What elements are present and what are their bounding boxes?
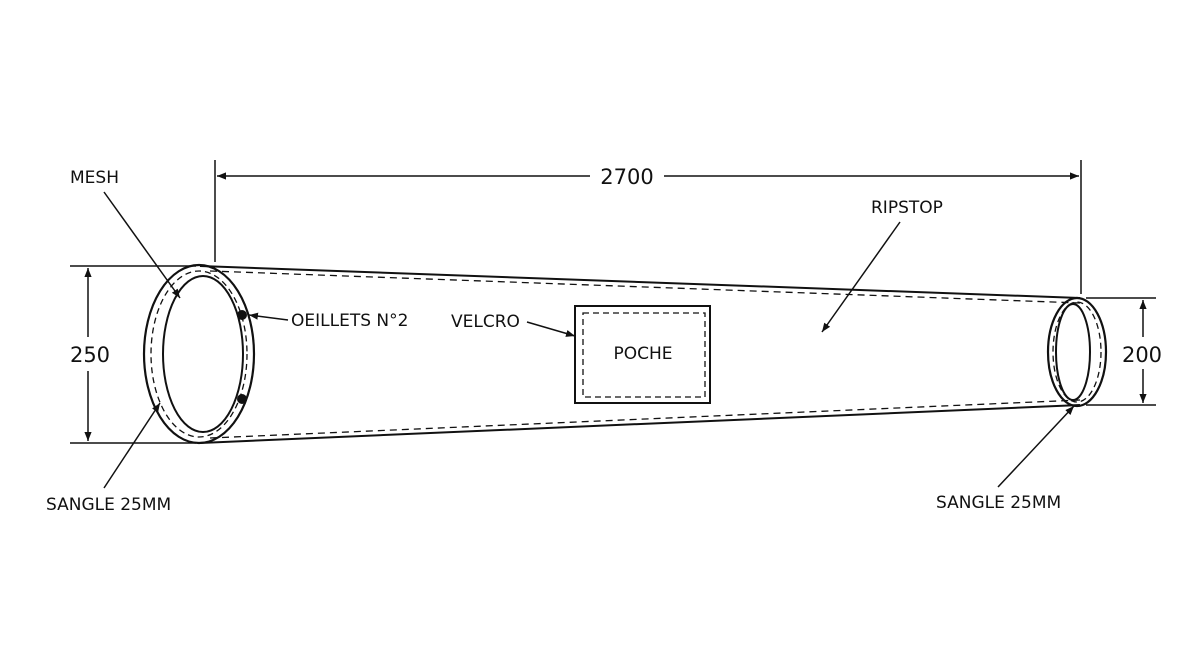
ring-stitching (150, 270, 248, 438)
mesh-leader (103, 191, 181, 299)
top-seam-line (209, 270, 1081, 304)
sock-body (199, 265, 1081, 444)
callout-strap-left: SANGLE 25MM (46, 402, 171, 515)
callout-strap-right: SANGLE 25MM (936, 405, 1075, 513)
small-diameter-dimension: 200 (1086, 297, 1162, 406)
small-end-ring (1046, 296, 1108, 408)
large-end-ring (142, 263, 256, 445)
velcro-leader (526, 321, 576, 337)
callout-ripstop: RIPSTOP (821, 198, 943, 333)
mesh-label: MESH (70, 168, 119, 188)
small-ring-opening (1055, 303, 1091, 401)
large-diameter-value: 250 (70, 343, 110, 367)
small-ring-outer (1046, 296, 1108, 408)
grommet-top (237, 310, 247, 320)
grommets-leader (248, 312, 289, 321)
grommets-label: OEILLETS N°2 (291, 311, 408, 331)
callout-mesh: MESH (70, 168, 181, 299)
velcro-strip (582, 312, 706, 398)
callout-velcro: VELCRO (451, 312, 576, 337)
ring-outer (142, 263, 256, 445)
mesh-opening (162, 275, 244, 433)
strap-right-label: SANGLE 25MM (936, 493, 1061, 513)
pocket: POCHE (574, 305, 711, 404)
velcro-label: VELCRO (451, 312, 520, 332)
ripstop-label: RIPSTOP (871, 198, 943, 218)
small-ring-stitching (1052, 301, 1102, 403)
large-diameter-dimension: 250 (70, 265, 196, 444)
ripstop-leader (821, 221, 901, 333)
small-diameter-value: 200 (1122, 343, 1162, 367)
callout-grommets: OEILLETS N°2 (248, 311, 408, 331)
strap-left-leader (103, 402, 161, 489)
strap-right-leader (997, 405, 1075, 488)
bottom-seam-line (209, 399, 1081, 439)
body-bottom-edge (199, 404, 1081, 444)
pocket-label: POCHE (613, 344, 672, 364)
length-dimension: 2700 (214, 160, 1082, 294)
pocket-outline (574, 305, 711, 404)
grommet-bottom (237, 394, 247, 404)
body-top-edge (199, 265, 1081, 299)
strap-left-label: SANGLE 25MM (46, 495, 171, 515)
length-value: 2700 (600, 165, 653, 189)
